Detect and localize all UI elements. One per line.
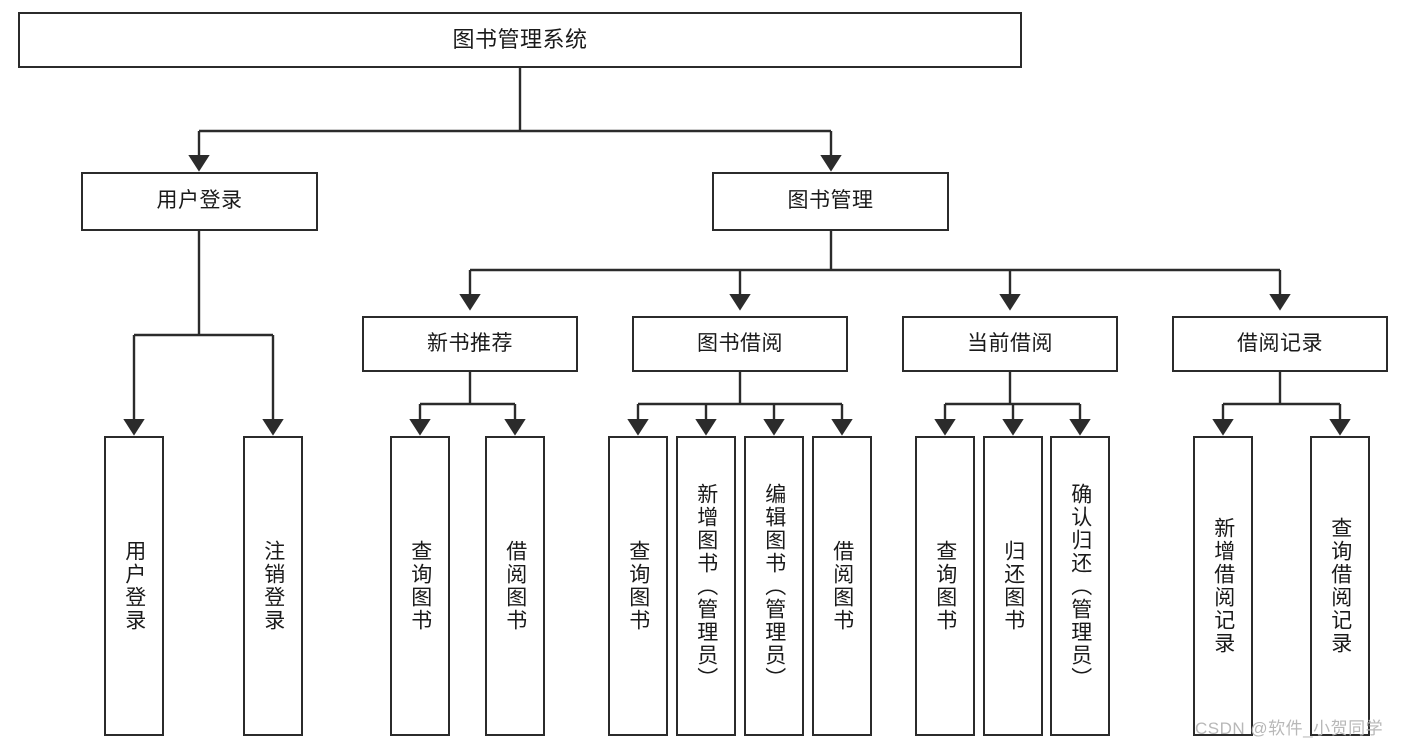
- node-borrow-record[interactable]: 借阅记录: [1172, 316, 1388, 372]
- node-label: 查询借阅记录: [1328, 517, 1352, 655]
- node-label: 新书推荐: [427, 331, 513, 355]
- node-label: 用户登录: [156, 189, 243, 213]
- node-label: 图书借阅: [697, 331, 783, 355]
- node-label: 查询图书: [626, 540, 650, 632]
- leaf-book-borrow-query[interactable]: 查询图书: [608, 436, 668, 736]
- leaf-book-borrow-add[interactable]: 新增图书（管理员）: [676, 436, 736, 736]
- leaf-user-login-login[interactable]: 用户登录: [104, 436, 164, 736]
- node-label: 借阅图书: [503, 540, 527, 632]
- leaf-borrow-record-query[interactable]: 查询借阅记录: [1310, 436, 1370, 736]
- leaf-book-borrow-borrow[interactable]: 借阅图书: [812, 436, 872, 736]
- leaf-current-borrow-query[interactable]: 查询图书: [915, 436, 975, 736]
- node-label: 查询图书: [933, 540, 957, 632]
- node-label: 确认归还（管理员）: [1068, 482, 1092, 690]
- leaf-borrow-record-add[interactable]: 新增借阅记录: [1193, 436, 1253, 736]
- leaf-current-borrow-return[interactable]: 归还图书: [983, 436, 1043, 736]
- node-root-system[interactable]: 图书管理系统: [18, 12, 1022, 68]
- leaf-current-borrow-confirm-return[interactable]: 确认归还（管理员）: [1050, 436, 1110, 736]
- node-label: 新增借阅记录: [1211, 517, 1235, 655]
- node-book-borrow[interactable]: 图书借阅: [632, 316, 848, 372]
- leaf-user-login-logout[interactable]: 注销登录: [243, 436, 303, 736]
- node-label: 图书管理: [787, 189, 874, 213]
- node-current-borrow[interactable]: 当前借阅: [902, 316, 1118, 372]
- node-label: 借阅记录: [1237, 331, 1323, 355]
- node-label: 图书管理系统: [452, 27, 588, 53]
- node-label: 用户登录: [122, 540, 146, 632]
- node-book-management[interactable]: 图书管理: [712, 172, 949, 231]
- node-label: 编辑图书（管理员）: [762, 482, 786, 690]
- node-label: 归还图书: [1001, 540, 1025, 632]
- node-user-login[interactable]: 用户登录: [81, 172, 318, 231]
- node-new-book-recommend[interactable]: 新书推荐: [362, 316, 578, 372]
- node-label: 注销登录: [261, 540, 285, 632]
- node-label: 借阅图书: [830, 540, 854, 632]
- leaf-new-book-borrow[interactable]: 借阅图书: [485, 436, 545, 736]
- node-label: 查询图书: [408, 540, 432, 632]
- node-label: 当前借阅: [967, 331, 1053, 355]
- node-label: 新增图书（管理员）: [694, 482, 718, 690]
- leaf-new-book-query[interactable]: 查询图书: [390, 436, 450, 736]
- leaf-book-borrow-edit[interactable]: 编辑图书（管理员）: [744, 436, 804, 736]
